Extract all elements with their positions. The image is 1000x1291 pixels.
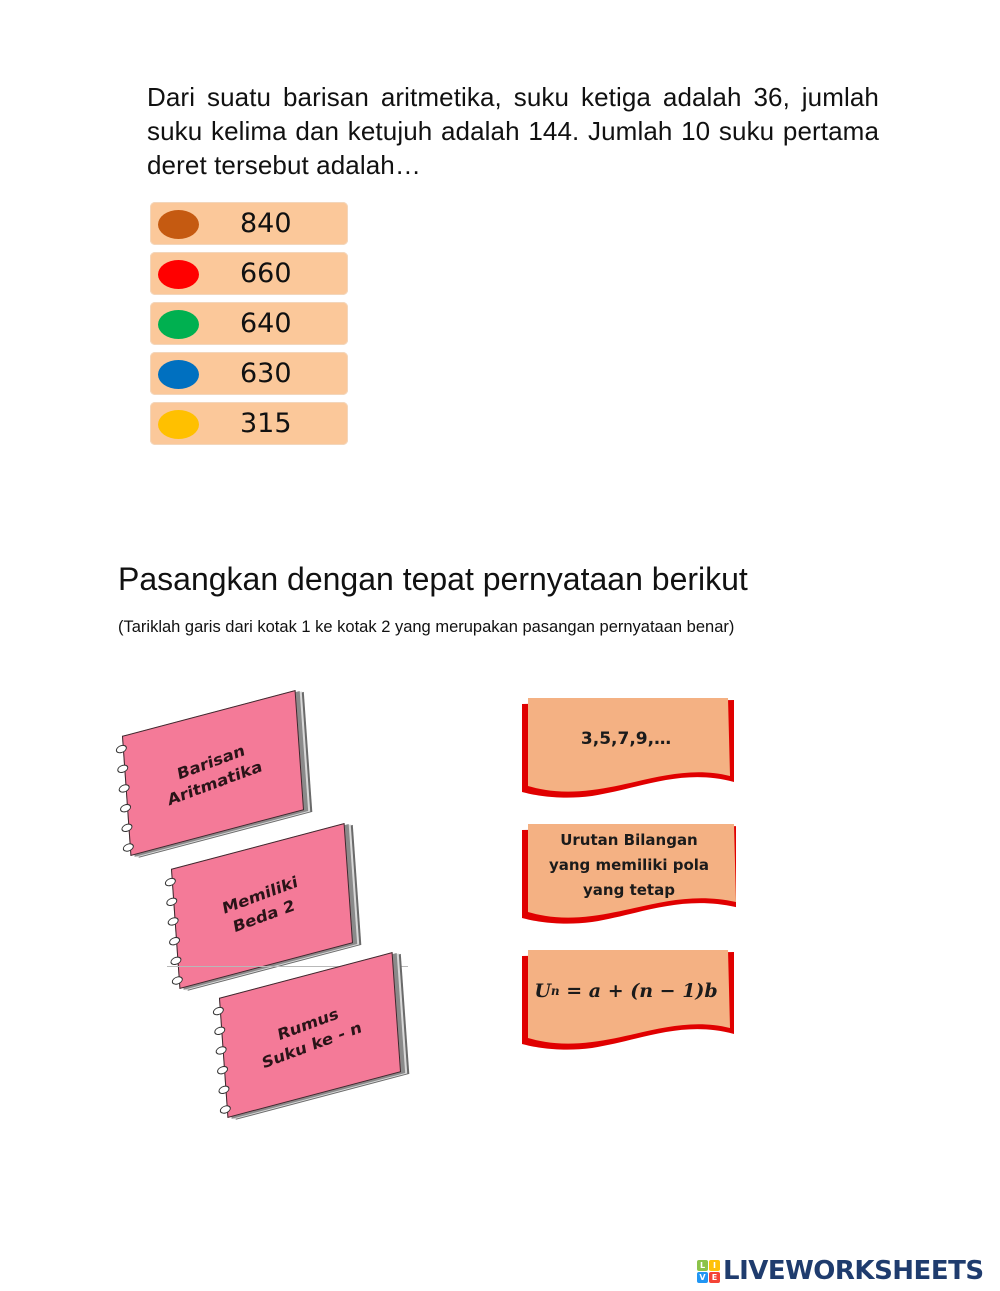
option-840[interactable]: 840 [150, 202, 348, 245]
matching-title: Pasangkan dengan tepat pernyataan beriku… [118, 561, 748, 597]
divider-line [167, 966, 408, 967]
matching-instruction: (Tariklah garis dari kotak 1 ke kotak 2 … [118, 618, 735, 636]
option-value: 315 [240, 408, 292, 439]
notebook-barisan-aritmatika[interactable]: Barisan Aritmatika [115, 690, 305, 856]
liveworksheets-logo: L I V E LIVEWORKSHEETS [697, 1256, 984, 1286]
option-value: 640 [240, 308, 292, 339]
yellow-dot-icon [158, 410, 199, 439]
card-text: 3,5,7,9,… [580, 729, 672, 749]
option-640[interactable]: 640 [150, 302, 348, 345]
notebook-label: Barisan Aritmatika [166, 740, 264, 810]
blue-dot-icon [158, 360, 199, 389]
notebook-memiliki-beda-2[interactable]: Memiliki Beda 2 [164, 823, 354, 989]
answer-options: 840 660 640 630 315 [150, 202, 348, 452]
option-value: 630 [240, 358, 292, 389]
question-text: Dari suatu barisan aritmetika, suku keti… [147, 82, 879, 180]
option-value: 660 [240, 258, 292, 289]
card-definition[interactable]: Urutan Bilangan yang memiliki pola yang … [522, 824, 736, 926]
option-value: 840 [240, 208, 292, 239]
red-dot-icon [158, 260, 199, 289]
wave-card-shape [522, 824, 736, 924]
live-blocks-icon: L I V E [697, 1259, 720, 1283]
wave-card-shape [522, 950, 734, 1050]
option-660[interactable]: 660 [150, 252, 348, 295]
green-dot-icon [158, 310, 199, 339]
orange-dot-icon [158, 210, 199, 239]
notebook-rumus-suku-ke-n[interactable]: Rumus Suku ke - n [212, 952, 402, 1118]
brand-name: LIVEWORKSHEETS [723, 1256, 984, 1286]
wave-card-shape [522, 698, 734, 798]
option-630[interactable]: 630 [150, 352, 348, 395]
card-sequence[interactable]: 3,5,7,9,… [522, 698, 734, 800]
card-text: Urutan Bilangan yang memiliki pola yang … [548, 830, 710, 899]
option-315[interactable]: 315 [150, 402, 348, 445]
